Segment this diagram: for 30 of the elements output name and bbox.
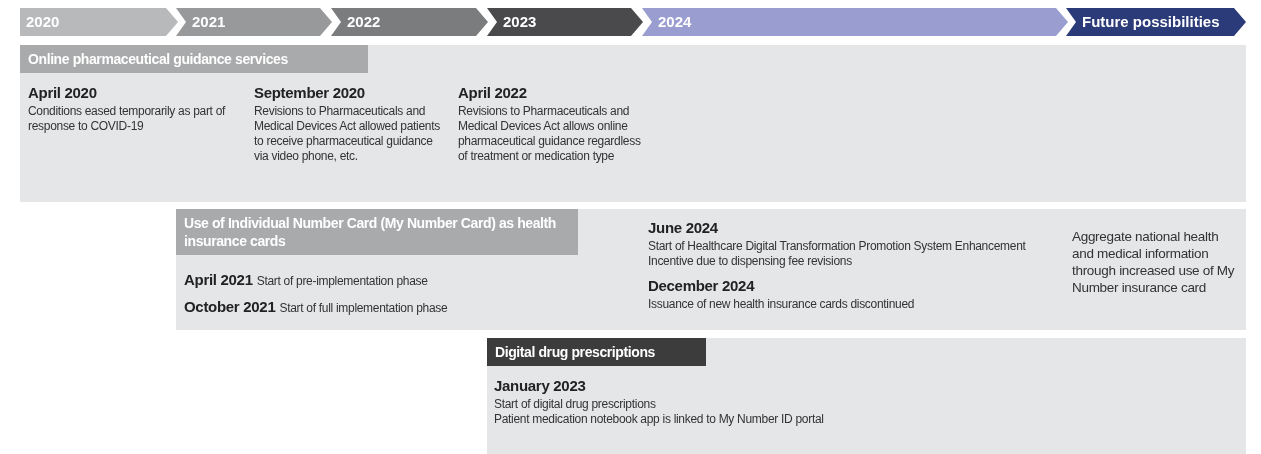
date-heading: April 2022 [458, 83, 528, 102]
panel-background [487, 338, 1246, 454]
event-description: Revisions to Pharmaceuticals and Medical Devices Act allowed patients to receive pharmaceutical guidance via video phone, etc. [254, 104, 441, 164]
year-label: 2023 [503, 13, 537, 30]
date-heading: June 2024 [648, 218, 719, 237]
section-heading: Digital drug prescriptions [487, 338, 706, 366]
date-heading: September 2020 [254, 83, 366, 102]
event-description: Revisions to Pharmaceuticals and Medical Devices Act allows online pharmaceutical guidance regardless of treatment or medication type [458, 104, 642, 164]
date-heading: April 2020 [28, 83, 98, 102]
section-heading: Use of Individual Number Card (My Number Card) as health insurance cards [176, 209, 578, 255]
event-description: Start of pre-implementation phase [256, 274, 428, 288]
section-heading: Online pharmaceutical guidance services [20, 45, 368, 73]
event-description: Start of full implementation phase [279, 301, 448, 315]
event-description: Start of Healthcare Digital Transformation Promotion System Enhancement Incentive due to dispensing fee revisions [648, 239, 1027, 269]
date-heading: April 2021 [184, 271, 253, 288]
event-description: Start of digital drug prescriptions [494, 397, 657, 412]
year-label: 2022 [347, 13, 381, 30]
year-label: Future possibilities [1082, 13, 1220, 30]
date-heading: January 2023 [494, 376, 587, 395]
date-heading: October 2021 [184, 298, 276, 315]
panel-background [20, 45, 1246, 202]
event-description: Conditions eased temporarily as part of response to COVID-19 [28, 104, 227, 134]
year-label: 2020 [26, 13, 60, 30]
event-description: Patient medication notebook app is linked to My Number ID portal [494, 412, 825, 427]
year-label: 2021 [192, 13, 226, 30]
year-label: 2024 [658, 13, 692, 30]
note-text: Aggregate national health and medical information through increased use of My Number insurance card [1072, 228, 1236, 296]
date-heading: December 2024 [648, 276, 756, 295]
panel-background [176, 209, 1246, 330]
event-description: Issuance of new health insurance cards discontinued [648, 297, 916, 312]
